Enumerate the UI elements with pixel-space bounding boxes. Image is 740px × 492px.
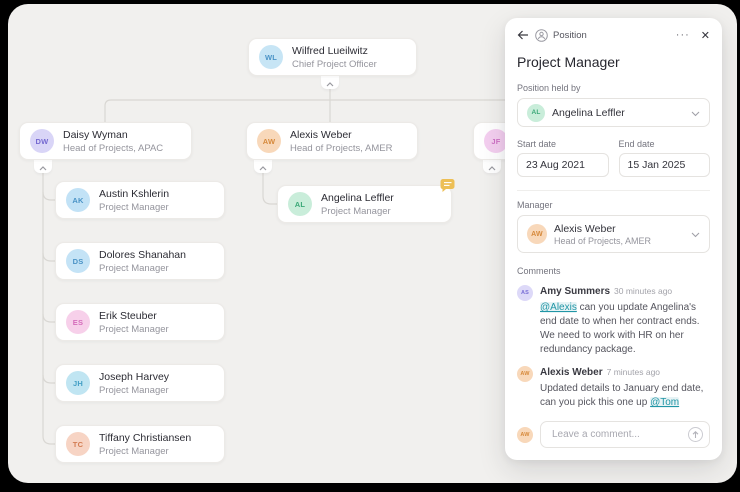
- comments-label: Comments: [517, 266, 561, 276]
- chevron-up-icon: [259, 158, 267, 176]
- panel-header: Position ··· ✕: [517, 26, 710, 44]
- node-title: Chief Project Officer: [292, 58, 377, 70]
- comment-text: Updated details to January end date, can…: [540, 383, 704, 408]
- comment-input[interactable]: [550, 428, 688, 441]
- avatar: AW: [527, 224, 547, 244]
- start-date-label: Start date: [517, 139, 557, 149]
- node-name: Tiffany Christiansen: [99, 431, 192, 444]
- collapse-toggle-alexis[interactable]: [254, 160, 272, 173]
- node-title: Project Manager: [321, 205, 391, 217]
- collapse-toggle-jf[interactable]: [483, 160, 501, 173]
- manager-name: Alexis Weber: [554, 222, 616, 235]
- collapse-toggle-daisy[interactable]: [34, 160, 52, 173]
- org-node-dolores-shanahan[interactable]: DS Dolores Shanahan Project Manager: [55, 242, 225, 280]
- avatar: ES: [66, 310, 90, 334]
- avatar: AK: [66, 188, 90, 212]
- mention-link[interactable]: @Alexis: [540, 302, 577, 313]
- comment-badge-icon[interactable]: [439, 178, 456, 199]
- node-name: Austin Kshlerin: [99, 187, 170, 200]
- end-date-label: End date: [618, 139, 655, 149]
- back-button[interactable]: [517, 28, 529, 43]
- org-node-austin-kshlerin[interactable]: AK Austin Kshlerin Project Manager: [55, 181, 225, 219]
- avatar: JH: [66, 371, 90, 395]
- node-title: Project Manager: [99, 201, 169, 213]
- node-title: Project Manager: [99, 445, 169, 457]
- position-side-panel: Position ··· ✕ Project Manager Position …: [505, 18, 722, 460]
- avatar: AL: [527, 103, 545, 122]
- chevron-down-icon: [691, 104, 700, 122]
- manager-select[interactable]: AW Alexis Weber Head of Projects, AMER: [517, 215, 710, 253]
- org-node-angelina-leffler[interactable]: AL Angelina Leffler Project Manager: [277, 179, 455, 223]
- more-icon: ···: [675, 29, 690, 41]
- node-title: Project Manager: [99, 262, 169, 274]
- comment-body: Updated details to January end date, can…: [540, 382, 710, 410]
- node-title: Head of Projects, AMER: [290, 142, 393, 154]
- avatar: TC: [66, 432, 90, 456]
- send-button[interactable]: [688, 427, 703, 442]
- avatar: DW: [30, 129, 54, 153]
- org-chart-canvas: WL Wilfred Lueilwitz Chief Project Offic…: [8, 4, 737, 483]
- org-node-erik-steuber[interactable]: ES Erik Steuber Project Manager: [55, 303, 225, 341]
- more-button[interactable]: ···: [676, 29, 690, 41]
- avatar: DS: [66, 249, 90, 273]
- org-node-alexis-weber[interactable]: AW Alexis Weber Head of Projects, AMER: [246, 122, 418, 160]
- avatar: WL: [259, 45, 283, 69]
- panel-header-label: Position: [553, 29, 587, 41]
- comment-input-row: AW: [517, 421, 710, 448]
- org-node-daisy-wyman[interactable]: DW Daisy Wyman Head of Projects, APAC: [19, 122, 192, 160]
- comment-text: can you update Angelina's end date to wh…: [540, 302, 700, 355]
- position-held-by-label: Position held by: [517, 83, 581, 93]
- node-name: Angelina Leffler: [321, 191, 394, 204]
- mention-link[interactable]: @Tom: [650, 397, 680, 408]
- position-type-icon: [535, 28, 548, 42]
- position-held-by-value: Angelina Leffler: [552, 106, 625, 119]
- manager-title: Head of Projects, AMER: [554, 235, 652, 246]
- node-name: Wilfred Lueilwitz: [292, 44, 368, 57]
- chevron-up-icon: [39, 158, 47, 176]
- node-title: Head of Projects, APAC: [63, 142, 164, 154]
- start-date-input[interactable]: [517, 153, 609, 177]
- org-node-wilfred-lueilwitz[interactable]: WL Wilfred Lueilwitz Chief Project Offic…: [248, 38, 417, 76]
- section-divider: [517, 190, 710, 191]
- comment-body: @Alexis can you update Angelina's end da…: [540, 301, 710, 357]
- position-held-by-select[interactable]: AL Angelina Leffler: [517, 98, 710, 127]
- collapse-toggle-wilfred[interactable]: [321, 76, 339, 89]
- org-node-joseph-harvey[interactable]: JH Joseph Harvey Project Manager: [55, 364, 225, 402]
- node-name: Joseph Harvey: [99, 370, 170, 383]
- panel-title: Project Manager: [517, 54, 620, 70]
- close-icon: ✕: [700, 29, 710, 42]
- comment-time: 7 minutes ago: [606, 367, 661, 377]
- back-icon: [517, 28, 529, 43]
- app-window: WL Wilfred Lueilwitz Chief Project Offic…: [8, 4, 737, 483]
- org-node-tiffany-christiansen[interactable]: TC Tiffany Christiansen Project Manager: [55, 425, 225, 463]
- avatar: JF: [484, 129, 508, 153]
- end-date-input[interactable]: [618, 153, 710, 177]
- node-name: Erik Steuber: [99, 309, 157, 322]
- avatar: AW: [517, 366, 533, 382]
- node-title: Project Manager: [99, 323, 169, 335]
- avatar: AL: [288, 192, 312, 216]
- chevron-down-icon: [691, 225, 700, 243]
- chevron-up-icon: [488, 158, 496, 176]
- node-name: Daisy Wyman: [63, 128, 128, 141]
- avatar: AS: [517, 285, 533, 301]
- avatar: AW: [257, 129, 281, 153]
- comment-time: 30 minutes ago: [614, 286, 673, 296]
- close-button[interactable]: ✕: [701, 29, 710, 42]
- manager-label: Manager: [517, 200, 553, 210]
- chevron-up-icon: [326, 74, 334, 92]
- node-name: Alexis Weber: [290, 128, 352, 141]
- node-title: Project Manager: [99, 384, 169, 396]
- comment-author: Alexis Weber: [540, 367, 603, 378]
- comment-author: Amy Summers: [540, 286, 611, 297]
- avatar: AW: [517, 426, 533, 443]
- node-name: Dolores Shanahan: [99, 248, 186, 261]
- send-icon: [692, 430, 699, 439]
